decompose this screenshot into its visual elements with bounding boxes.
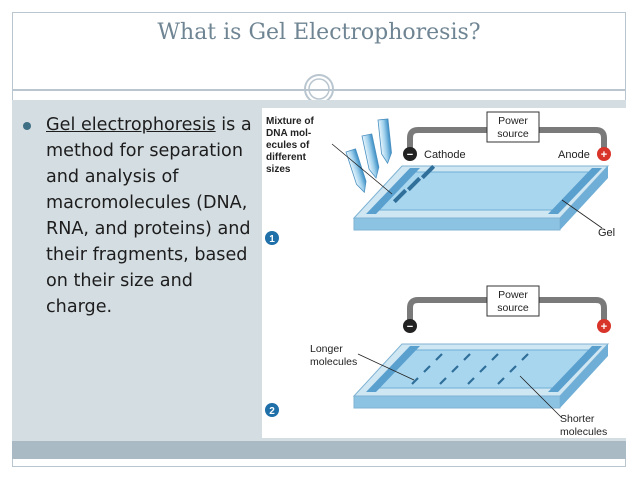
cathode-label: Cathode xyxy=(424,149,466,161)
dna-band xyxy=(423,365,431,373)
cathode-well xyxy=(366,168,420,214)
dna-band xyxy=(521,353,529,361)
panel-1: Power source xyxy=(265,111,615,245)
tray-front xyxy=(353,395,561,409)
dna-bands xyxy=(411,353,529,385)
power-source-box xyxy=(486,285,540,317)
anode-well xyxy=(548,346,602,392)
shorter-pointer xyxy=(519,375,563,419)
anode-terminal xyxy=(597,319,611,333)
bullet-dot xyxy=(23,122,31,130)
dna-band xyxy=(479,365,487,373)
anode-terminal xyxy=(597,147,611,161)
tray-front xyxy=(353,217,561,231)
gel-pointer xyxy=(561,199,603,229)
cathode-sign: − xyxy=(407,321,413,333)
anode-well xyxy=(548,168,602,214)
electrophoresis-figure: Power source xyxy=(262,108,626,438)
dna-band xyxy=(439,377,447,385)
dna-band xyxy=(463,353,471,361)
dna-band xyxy=(451,365,459,373)
slide-title: What is Gel Electrophoresis? xyxy=(157,20,481,45)
mixture-label-line: ecules of xyxy=(266,140,310,151)
anode-sign: + xyxy=(601,321,607,333)
shorter-label-line: Shorter xyxy=(560,413,595,425)
power-label-2: source xyxy=(497,128,529,140)
mixture-pointer xyxy=(331,143,393,195)
gel-label: Gel xyxy=(598,227,615,239)
power-label-1: Power xyxy=(498,115,528,127)
step-number-2: 2 xyxy=(269,406,275,417)
cathode-well xyxy=(366,346,420,392)
dna-band xyxy=(435,353,443,361)
tray-side xyxy=(560,344,608,408)
step-number-1: 1 xyxy=(269,234,275,245)
mixture-label-line: DNA mol- xyxy=(266,128,311,139)
dna-band xyxy=(497,377,505,385)
pipette-tube xyxy=(345,148,367,194)
anode-wire xyxy=(537,297,607,320)
anode-wire xyxy=(537,127,607,148)
shorter-label-line: molecules xyxy=(560,426,607,438)
anode-label: Anode xyxy=(558,149,590,161)
mixture-label-line: different xyxy=(266,152,307,163)
longer-pointer xyxy=(357,353,415,381)
panel-2: Power source xyxy=(265,285,611,438)
cathode-terminal xyxy=(403,147,417,161)
power-label-2: source xyxy=(497,302,529,314)
dna-band xyxy=(491,353,499,361)
title-divider xyxy=(12,89,626,91)
dna-band xyxy=(467,377,475,385)
cathode-sign: − xyxy=(407,149,413,161)
bullet-term: Gel electrophoresis xyxy=(46,115,216,135)
pipette-tube xyxy=(361,133,380,179)
pipette-tube xyxy=(377,118,392,165)
footer-band xyxy=(12,441,626,459)
step-badge-2 xyxy=(265,403,279,417)
power-label-1: Power xyxy=(498,289,528,301)
cathode-wire xyxy=(407,127,487,154)
power-source-box xyxy=(486,111,540,143)
bullet-item: Gel electrophoresis is a method for sepa… xyxy=(46,112,260,320)
mixture-label-line: Mixture of xyxy=(266,116,314,127)
step-badge-1 xyxy=(265,231,279,245)
cathode-terminal xyxy=(403,319,417,333)
mixture-label-line: sizes xyxy=(266,164,291,175)
cathode-wire xyxy=(407,297,487,326)
dna-band xyxy=(411,377,419,385)
longer-label-line: molecules xyxy=(310,356,357,368)
sample-well xyxy=(392,188,408,204)
bullet-list: Gel electrophoresis is a method for sepa… xyxy=(23,112,260,320)
sample-well xyxy=(420,164,436,180)
electrophoresis-diagram: Power source xyxy=(265,111,615,438)
bullet-text: is a method for separation and analysis … xyxy=(46,115,252,317)
dna-band xyxy=(509,365,517,373)
longer-label-line: Longer xyxy=(310,343,343,355)
anode-sign: + xyxy=(601,149,607,161)
tray-side xyxy=(560,166,608,230)
sample-well xyxy=(406,176,422,192)
